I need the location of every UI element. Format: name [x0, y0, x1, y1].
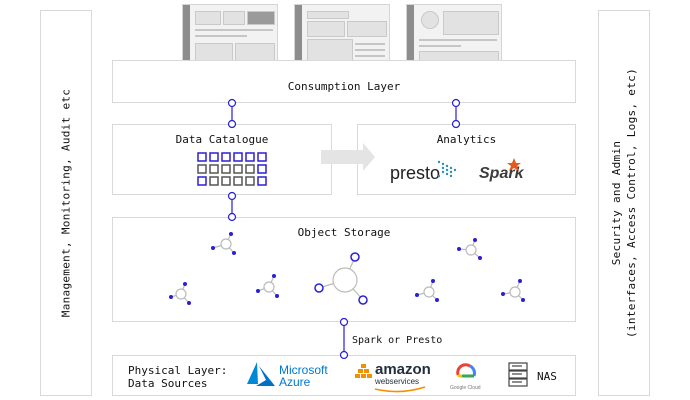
- management-panel: Management, Monitoring, Audit etc: [40, 10, 92, 396]
- node-cluster: [256, 274, 279, 298]
- azure-icon: [247, 362, 275, 386]
- connector-node: [227, 98, 237, 108]
- google-cloud-icon: [456, 363, 476, 378]
- security-panel: Security and Admin (interfaces, Access C…: [598, 10, 650, 396]
- aws-icon: [355, 364, 426, 393]
- connector-node: [227, 191, 237, 201]
- consumption-layer: Consumption Layer: [112, 60, 576, 103]
- azure-logo-text: Microsoft Azure: [279, 364, 328, 388]
- spark-logo-text: Spark: [479, 165, 524, 182]
- google-cloud-logo-text: Google Cloud: [450, 385, 481, 391]
- connector-node: [451, 119, 461, 129]
- connector-node: [339, 350, 349, 360]
- data-catalogue-title: Data Catalogue: [175, 133, 269, 146]
- node-cluster-large: [314, 252, 368, 305]
- aws-logo-line2: webservices: [375, 377, 420, 386]
- physical-layer-title-line1: Physical Layer:: [128, 364, 228, 377]
- catalogue-grid: [197, 152, 267, 186]
- node-cluster: [169, 282, 191, 305]
- flow-arrow: [321, 143, 375, 171]
- nas-server-icon: [508, 362, 528, 387]
- node-cluster: [415, 279, 439, 302]
- dashboard-thumbnail-2: [294, 4, 390, 68]
- dashboard-thumbnail-3: [406, 4, 502, 68]
- spark-logo: Spark: [479, 165, 523, 183]
- aws-logo-line1: amazon: [375, 361, 431, 378]
- nas-label: NAS: [537, 370, 557, 383]
- dashboard-thumbnail-1: [182, 4, 278, 68]
- physical-layer-title-line2: Data Sources: [128, 377, 208, 390]
- storage-clusters: [169, 232, 525, 305]
- connector-node: [451, 98, 461, 108]
- presto-icon: [437, 160, 457, 178]
- connectors: [227, 98, 461, 360]
- node-cluster: [501, 279, 525, 302]
- connector-node: [227, 119, 237, 129]
- connector-label: Spark or Presto: [352, 335, 443, 346]
- analytics-title: Analytics: [436, 133, 497, 146]
- connector-node: [339, 317, 349, 327]
- spark-star-icon: [507, 158, 521, 171]
- node-cluster: [457, 238, 482, 260]
- node-cluster: [211, 232, 236, 255]
- presto-logo-text: presto: [390, 163, 441, 183]
- object-storage-title: Object Storage: [297, 226, 391, 239]
- azure-logo-line1: Microsoft: [279, 363, 328, 377]
- physical-layer: Physical Layer: Data Sources Microsoft A…: [112, 355, 576, 396]
- presto-logo: presto: [390, 163, 440, 184]
- aws-logo-text: amazon webservices: [375, 362, 431, 387]
- physical-layer-title: Physical Layer: Data Sources: [128, 364, 227, 390]
- azure-logo-line2: Azure: [279, 375, 311, 389]
- consumption-layer-title: Consumption Layer: [287, 80, 401, 93]
- connector-node: [227, 212, 237, 222]
- analytics: Analytics presto Spark: [357, 124, 576, 195]
